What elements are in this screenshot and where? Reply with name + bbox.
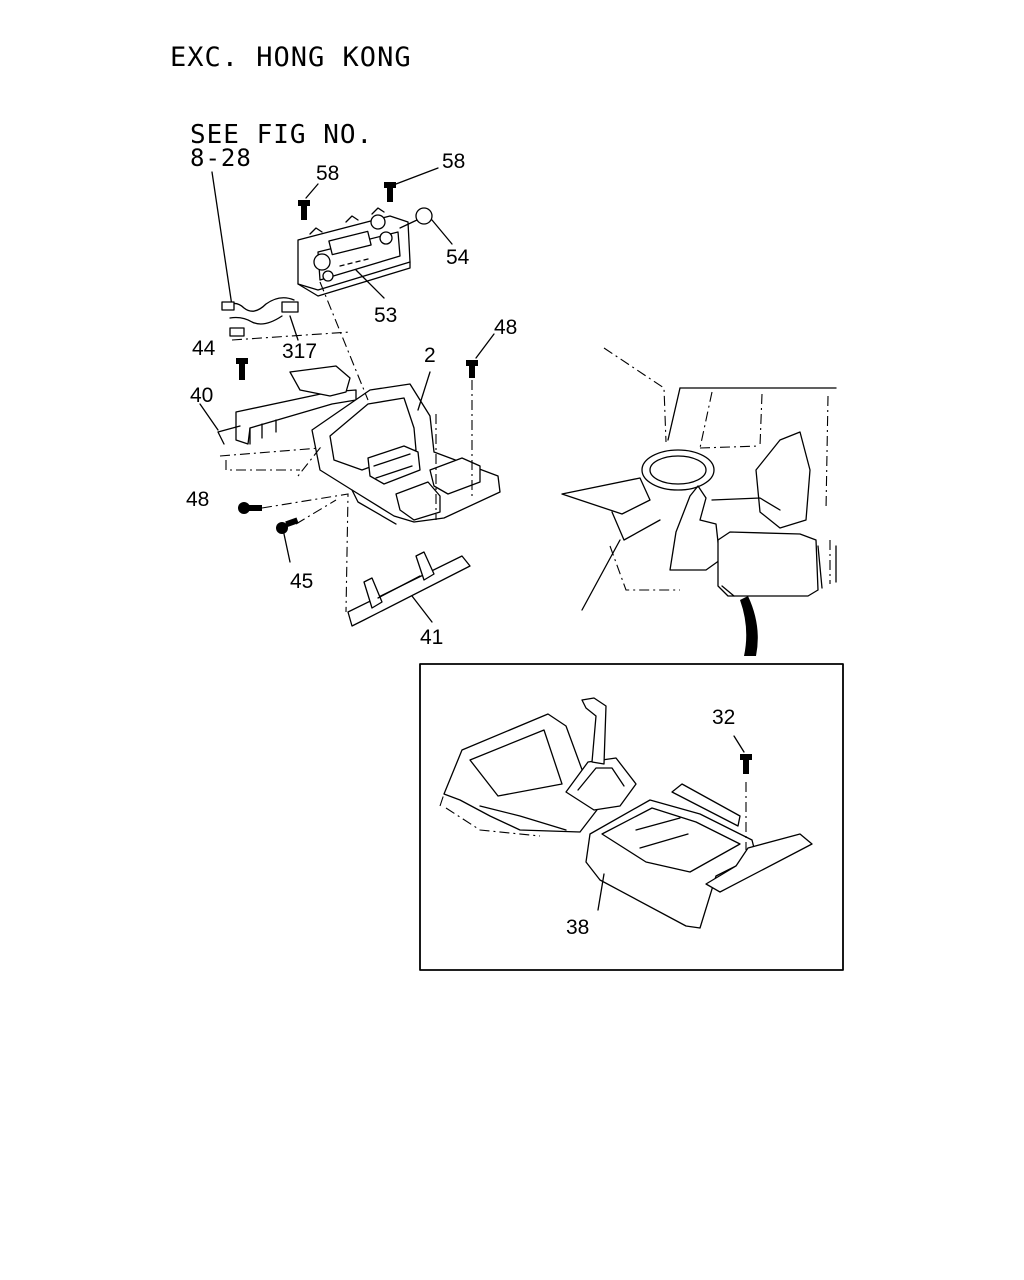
screw-48-top [466,360,478,378]
diagram-heading: EXC. HONG KONG [170,42,412,73]
reference-line-2: 8-28 [190,144,252,172]
pointer-arrow [740,596,758,656]
leader-317 [289,315,299,341]
part-label-48-top: 48 [494,316,517,339]
leader-48-top [475,333,495,359]
guide-line-d [261,493,349,613]
gear-lever [581,697,607,765]
part-label-38: 38 [566,916,589,939]
reference-leader [211,171,233,307]
alternate-console-view: 32 38 [439,697,813,939]
guide-line-c [219,447,322,477]
bracket-41 [347,551,471,627]
part-label-58-right: 58 [442,150,465,173]
knob-54 [399,207,433,229]
part-label-45: 45 [290,570,313,593]
part-label-58-left: 58 [316,162,339,185]
part-label-44: 44 [192,337,216,360]
radio-panel [297,207,411,297]
leader-58-left [305,183,319,199]
screw-58-left [298,200,310,220]
guide-line-e [295,499,337,525]
screw-45 [276,517,299,534]
guide-line-h [225,460,300,471]
bracket-plate [705,833,813,893]
guide-line-b [231,331,351,341]
leader-45 [283,533,291,563]
screw-58-right [384,182,396,202]
leader-41 [411,595,433,623]
leader-40 [199,403,219,431]
leader-54 [431,219,453,245]
leader-58-right [395,167,439,185]
leader-53 [355,269,385,299]
reference-line-1: SEE FIG NO. [190,120,373,150]
screw-32 [740,754,752,774]
wire-harness-317 [221,297,299,337]
part-label-40: 40 [190,384,213,407]
console-exploded-view: 58 58 54 53 48 2 44 317 40 48 45 41 [186,150,517,649]
handbrake-lever [671,783,741,827]
part-label-41: 41 [420,626,443,649]
part-label-54: 54 [446,246,470,269]
guide-line-a [319,281,369,401]
part-label-53: 53 [374,304,397,327]
leader-2 [417,371,431,411]
part-label-2: 2 [424,344,436,367]
part-label-32: 32 [712,706,735,729]
console-38-tray [585,799,757,929]
bracket-40 [217,365,357,445]
screw-48-left [238,502,262,514]
part-label-317: 317 [282,340,317,363]
gear-boot [565,757,637,811]
inset-frame [419,663,844,971]
screw-44 [236,358,248,380]
cab-locator-view [561,347,837,656]
console-2 [311,383,501,525]
part-label-48-left: 48 [186,488,209,511]
